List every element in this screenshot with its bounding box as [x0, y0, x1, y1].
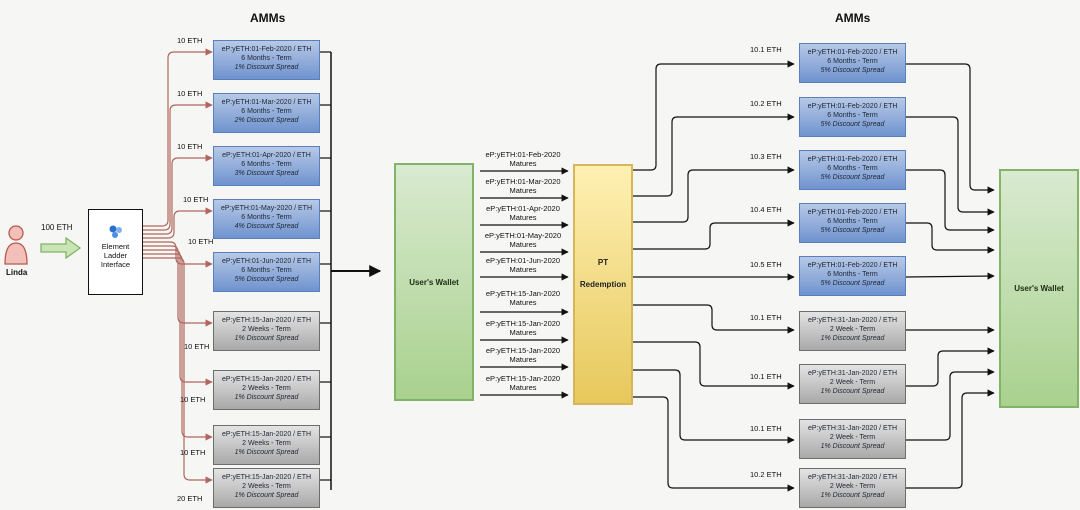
left-amount-label: 10 ETH: [177, 142, 203, 151]
pt-redemption-label-2: Redemption: [579, 280, 627, 289]
right-amount-label: 10.3 ETH: [750, 152, 782, 161]
to-wallet-right-arrow: [905, 272, 995, 280]
funding-arrow: [143, 253, 213, 441]
users-wallet-right-label: User's Wallet: [1014, 284, 1064, 293]
ladder-label-2: Ladder: [103, 251, 128, 260]
redeem-arrow: [633, 396, 795, 492]
redeem-arrow: [633, 166, 795, 223]
user-name: Linda: [6, 268, 28, 277]
redeem-arrow: [633, 219, 795, 250]
ladder-label-3: Interface: [100, 260, 131, 269]
deposit-amount: 100 ETH: [41, 223, 73, 232]
to-wallet-right-arrow: [906, 222, 995, 254]
to-wallet-right-arrow: [906, 169, 995, 234]
right-amount-label: 10.1 ETH: [750, 45, 782, 54]
left-amount-label: 10 ETH: [180, 395, 206, 404]
pt-redemption-label-1: PT: [597, 258, 609, 267]
left-amount-label: 10 ETH: [177, 36, 203, 45]
to-wallet-right-arrow: [906, 347, 995, 387]
redeem-arrow: [633, 369, 795, 444]
left-amount-label: 10 ETH: [177, 89, 203, 98]
redeem-arrow: [633, 304, 795, 334]
right-amount-label: 10.1 ETH: [750, 313, 782, 322]
to-wallet-right-arrow: [906, 368, 995, 441]
redeem-arrow: [633, 341, 795, 390]
left-amount-label: 10 ETH: [183, 195, 209, 204]
to-wallet-right-arrow: [906, 63, 995, 194]
redeem-arrow: [633, 113, 795, 197]
deposit-arrow-icon: [40, 237, 82, 259]
users-wallet-right[interactable]: User's Wallet: [999, 169, 1079, 408]
users-wallet-left[interactable]: User's Wallet: [394, 163, 474, 401]
funding-arrow: [143, 207, 213, 239]
left-amount-label: 10 ETH: [180, 448, 206, 457]
right-amount-label: 10.1 ETH: [750, 424, 782, 433]
funding-arrow: [143, 101, 213, 231]
left-amount-label: 10 ETH: [188, 237, 214, 246]
ladder-interface[interactable]: Element Ladder Interface: [88, 209, 143, 295]
funding-arrow: [143, 257, 213, 484]
right-amount-label: 10.5 ETH: [750, 260, 782, 269]
funding-arrow: [143, 154, 213, 235]
funding-arrow: [143, 48, 213, 227]
ladder-label-1: Element: [101, 242, 130, 251]
amms-header-left: AMMs: [250, 11, 286, 25]
right-amount-label: 10.2 ETH: [750, 99, 782, 108]
right-amount-label: 10.4 ETH: [750, 205, 782, 214]
users-wallet-left-label: User's Wallet: [409, 277, 459, 287]
element-logo-icon: [109, 225, 122, 238]
left-amount-label: 10 ETH: [184, 342, 210, 351]
pt-redemption-box[interactable]: PT Redemption: [573, 164, 633, 405]
left-amount-label: 20 ETH: [177, 494, 203, 503]
amms-header-right: AMMs: [835, 11, 871, 25]
right-amount-label: 10.2 ETH: [750, 470, 782, 479]
to-wallet-right-arrow: [906, 116, 995, 216]
right-amount-label: 10.1 ETH: [750, 372, 782, 381]
to-wallet-right-arrow: [906, 389, 995, 489]
person-icon: [4, 225, 28, 265]
redeem-arrow: [633, 60, 795, 171]
